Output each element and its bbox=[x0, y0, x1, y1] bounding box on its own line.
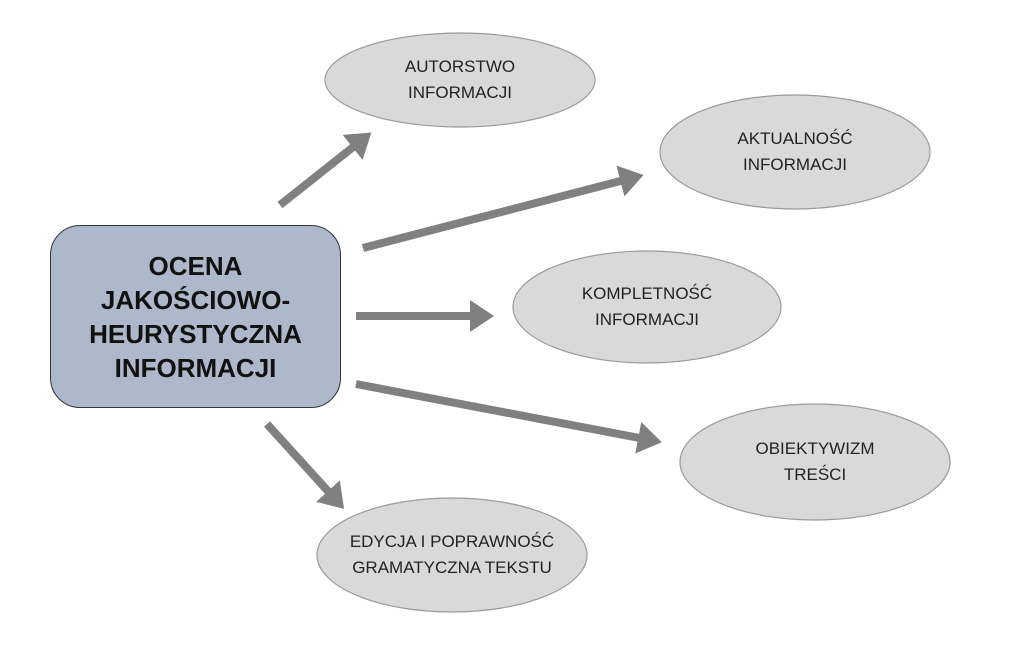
node-autorstwo: AUTORSTWO INFORMACJI bbox=[325, 33, 595, 127]
central-line: OCENA bbox=[148, 250, 243, 281]
node-obiektywizm: OBIEKTYWIZM TREŚCI bbox=[680, 404, 950, 520]
node-label: KOMPLETNOŚĆ bbox=[581, 284, 713, 303]
node-label: TREŚCI bbox=[783, 465, 847, 484]
arrow-to-obiektywizm bbox=[355, 380, 662, 454]
central-line: JAKOŚCIOWO- bbox=[100, 284, 291, 315]
node-label: INFORMACJI bbox=[408, 83, 512, 102]
central-concept-box: OCENA JAKOŚCIOWO- HEURYSTYCZNA INFORMACJ… bbox=[50, 225, 341, 408]
node-label: EDYCJA I POPRAWNOŚĆ bbox=[349, 532, 555, 551]
node-label: OBIEKTYWIZM bbox=[755, 439, 875, 458]
central-line: HEURYSTYCZNA bbox=[89, 318, 302, 349]
node-label: INFORMACJI bbox=[595, 310, 699, 329]
ellipse-kompletnosc bbox=[512, 250, 782, 364]
ellipse-obiektywizm bbox=[679, 403, 951, 521]
arrow-to-autorstwo bbox=[277, 132, 372, 209]
node-label: AUTORSTWO bbox=[404, 57, 516, 76]
arrow-to-edycja bbox=[264, 421, 345, 509]
ellipse-edycja bbox=[316, 497, 588, 613]
node-edycja: EDYCJA I POPRAWNOŚĆ GRAMATYCZNA TEKSTU bbox=[317, 498, 587, 612]
central-line: INFORMACJI bbox=[114, 352, 277, 383]
node-label: AKTUALNOŚĆ bbox=[737, 129, 853, 148]
node-kompletnosc: KOMPLETNOŚĆ INFORMACJI bbox=[513, 251, 781, 363]
arrow-to-aktualnosc bbox=[361, 165, 644, 252]
node-aktualnosc: AKTUALNOŚĆ INFORMACJI bbox=[660, 95, 930, 209]
node-label: INFORMACJI bbox=[743, 155, 847, 174]
ellipse-autorstwo bbox=[324, 32, 596, 128]
ellipse-aktualnosc bbox=[659, 94, 931, 210]
node-label: GRAMATYCZNA TEKSTU bbox=[352, 558, 552, 577]
